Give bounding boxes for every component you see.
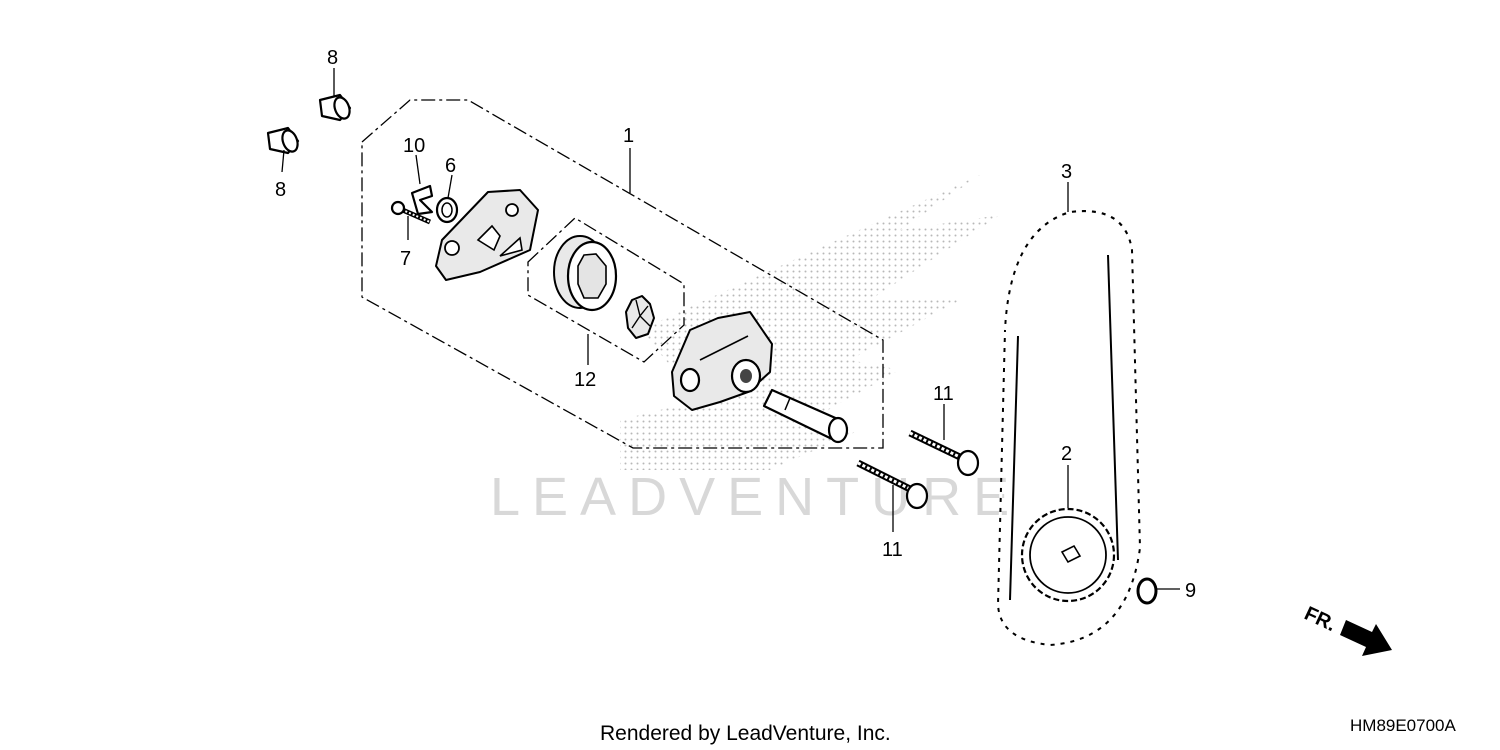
callout-1: 1 [623,125,634,147]
pump-cover-plate [435,189,539,281]
outer-rotor [553,235,618,312]
inner-rotor [625,295,655,339]
watermark-text: LEADVENTURE [490,467,1021,527]
screw-part-7 [390,200,432,225]
callout-10: 10 [403,135,425,157]
dowel-pin-upper [318,93,352,122]
flange-bolt-upper [908,429,980,477]
circlip-part-9 [1136,577,1158,605]
pump-body [671,311,773,411]
callout-9: 9 [1185,580,1196,602]
callout-3: 3 [1061,161,1072,183]
front-direction-label: FR. [1301,603,1339,637]
leader-line-6 [447,174,453,199]
callout-11-upper: 11 [933,383,954,405]
dowel-pin-lower [266,126,300,155]
callout-6: 6 [445,155,456,177]
drive-chain [996,209,1142,647]
callout-12: 12 [574,369,596,391]
callout-8-top: 8 [327,47,338,69]
flange-bolt-lower [856,459,929,510]
front-direction-indicator: FR. [1301,603,1392,656]
callout-8-bottom: 8 [275,179,286,201]
front-arrow-icon [1340,620,1392,656]
sprocket [1020,507,1116,603]
rotor-set-outline [527,217,685,363]
callout-2: 2 [1061,443,1072,465]
clip-part-10 [410,184,434,216]
leader-line-10 [415,154,421,185]
pump-shaft [762,388,849,444]
diagram-code: HM89E0700A [1350,716,1457,735]
callout-7: 7 [400,248,411,270]
o-ring-part-6 [435,196,459,224]
oil-pump-assembly-outline [361,99,884,449]
callout-11-lower: 11 [882,539,903,561]
footer-credit: Rendered by LeadVenture, Inc. [600,722,891,745]
leader-line-8b [281,149,285,173]
